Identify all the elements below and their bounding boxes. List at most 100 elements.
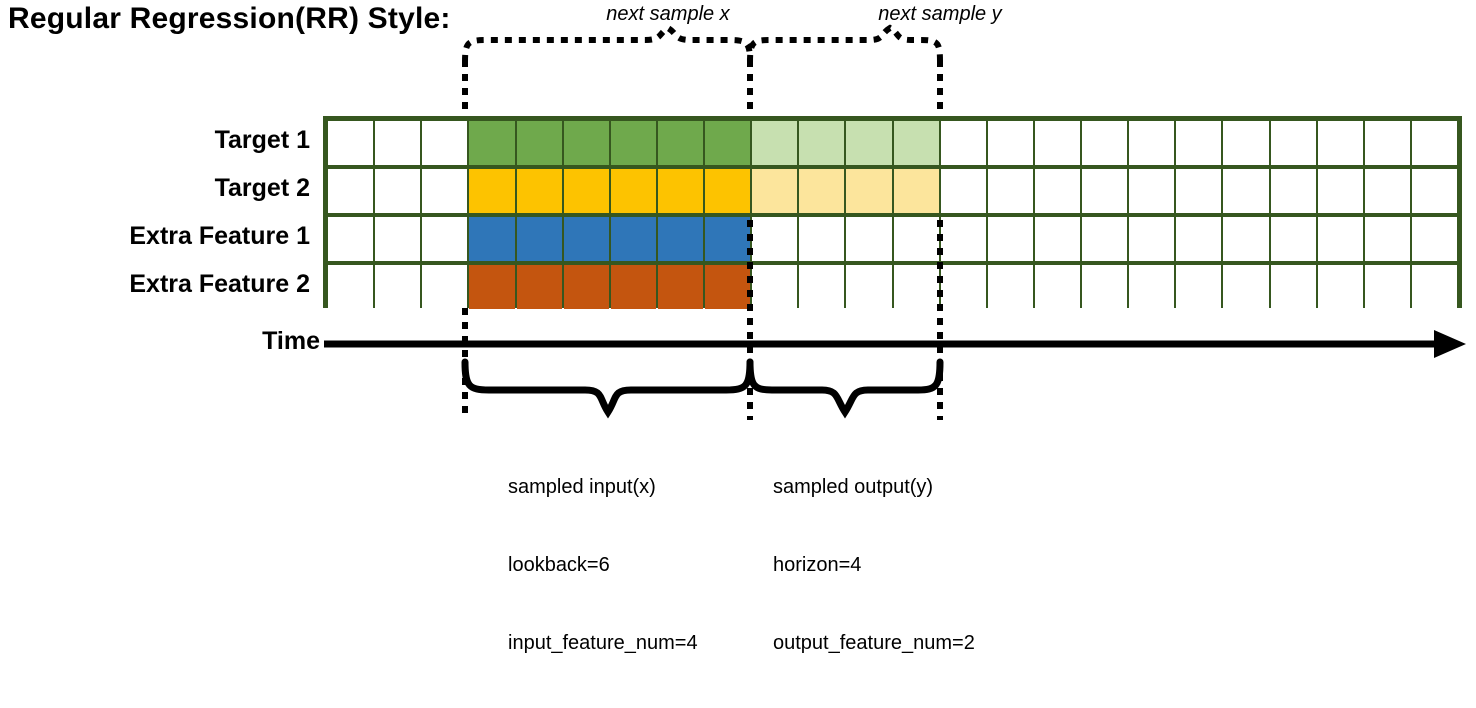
grid-cell xyxy=(940,169,986,213)
brace-bottom-sampled-output xyxy=(746,358,944,419)
grid-cell xyxy=(657,121,703,165)
grid-cell xyxy=(940,121,986,165)
desc-output-line1: sampled output(y) xyxy=(773,476,934,498)
grid-cell xyxy=(1034,169,1080,213)
desc-output-line2: horizon=4 xyxy=(773,554,862,576)
desc-output-line3: output_feature_num=2 xyxy=(773,632,975,654)
grid-cell xyxy=(893,265,939,309)
grid-cell xyxy=(1223,217,1269,261)
grid-cell xyxy=(469,265,515,309)
grid-cell xyxy=(657,265,703,309)
grid-cell xyxy=(1270,121,1316,165)
grid-cell xyxy=(1223,265,1269,309)
timeline-grid xyxy=(323,116,1462,309)
grid-cell xyxy=(1270,217,1316,261)
grid-cell xyxy=(893,217,939,261)
grid-cell xyxy=(375,121,421,165)
grid-cell xyxy=(705,265,751,309)
grid-cell xyxy=(375,217,421,261)
page-title: Regular Regression(RR) Style: xyxy=(8,2,451,35)
grid-cell xyxy=(1223,121,1269,165)
grid-cell xyxy=(1411,265,1457,309)
grid-cell xyxy=(940,217,986,261)
grid-cell xyxy=(1317,265,1363,309)
grid-cell xyxy=(422,217,468,261)
grid-cell xyxy=(1223,169,1269,213)
grid-cell xyxy=(563,169,609,213)
brace-top-next-sample-x xyxy=(462,24,753,63)
grid-cell xyxy=(1364,169,1410,213)
annotation-next-sample-x: next sample x xyxy=(606,3,730,25)
grid-row xyxy=(328,265,1457,309)
grid-cell xyxy=(1034,265,1080,309)
grid-cell xyxy=(752,169,798,213)
row-label-extra-feature-2: Extra Feature 2 xyxy=(129,270,310,298)
grid-cell xyxy=(422,121,468,165)
grid-cell xyxy=(752,121,798,165)
grid-cell xyxy=(705,169,751,213)
grid-cell xyxy=(469,169,515,213)
grid-cell xyxy=(1364,265,1410,309)
grid-cell xyxy=(657,217,703,261)
grid-cell xyxy=(610,121,656,165)
grid-cell xyxy=(563,121,609,165)
grid-cell xyxy=(516,265,562,309)
grid-cell xyxy=(1176,169,1222,213)
grid-cell xyxy=(1364,217,1410,261)
grid-cell xyxy=(799,265,845,309)
grid-cell xyxy=(563,217,609,261)
grid-cell xyxy=(1176,265,1222,309)
grid-cell xyxy=(1317,121,1363,165)
grid-cell xyxy=(1082,121,1128,165)
desc-input-line1: sampled input(x) xyxy=(508,476,656,498)
grid-row xyxy=(328,169,1457,213)
grid-cell xyxy=(657,169,703,213)
grid-cell xyxy=(1082,217,1128,261)
grid-cell xyxy=(469,121,515,165)
grid-cell xyxy=(940,265,986,309)
description-sampled-output: sampled output(y) horizon=4 output_featu… xyxy=(773,422,975,708)
grid-cell xyxy=(1176,217,1222,261)
time-axis-arrow xyxy=(324,330,1466,358)
grid-cell xyxy=(1034,121,1080,165)
grid-cell xyxy=(610,217,656,261)
grid-cell xyxy=(1270,265,1316,309)
grid-row xyxy=(328,121,1457,165)
grid-cell xyxy=(1082,169,1128,213)
grid-cell xyxy=(799,121,845,165)
grid-cell xyxy=(1129,217,1175,261)
description-sampled-input: sampled input(x) lookback=6 input_featur… xyxy=(508,422,698,708)
grid-cell xyxy=(987,121,1033,165)
grid-cell xyxy=(375,265,421,309)
grid-cell xyxy=(1176,121,1222,165)
grid-cell xyxy=(752,265,798,309)
grid-cell xyxy=(328,265,374,309)
row-label-target-2: Target 2 xyxy=(214,174,310,202)
grid-cell xyxy=(799,169,845,213)
grid-cell xyxy=(1317,169,1363,213)
desc-input-line2: lookback=6 xyxy=(508,554,610,576)
time-axis-label: Time xyxy=(262,327,320,355)
grid-cell xyxy=(987,217,1033,261)
grid-cell xyxy=(516,217,562,261)
grid-cell xyxy=(893,169,939,213)
row-label-extra-feature-1: Extra Feature 1 xyxy=(129,222,310,250)
grid-cell xyxy=(705,217,751,261)
grid-cell xyxy=(846,169,892,213)
grid-cell xyxy=(610,169,656,213)
grid-cell xyxy=(1082,265,1128,309)
grid-cell xyxy=(422,169,468,213)
grid-cell xyxy=(563,265,609,309)
grid-cell xyxy=(1411,121,1457,165)
diagram-canvas: Regular Regression(RR) Style: next sampl… xyxy=(8,2,1466,654)
grid-cell xyxy=(610,265,656,309)
annotation-next-sample-y: next sample y xyxy=(878,3,1002,25)
brace-bottom-sampled-input xyxy=(461,358,754,419)
grid-cell xyxy=(893,121,939,165)
grid-cell xyxy=(1317,217,1363,261)
grid-cell xyxy=(1129,121,1175,165)
grid-cell xyxy=(705,121,751,165)
grid-cell xyxy=(846,265,892,309)
grid-cell xyxy=(987,169,1033,213)
grid-cell xyxy=(846,217,892,261)
